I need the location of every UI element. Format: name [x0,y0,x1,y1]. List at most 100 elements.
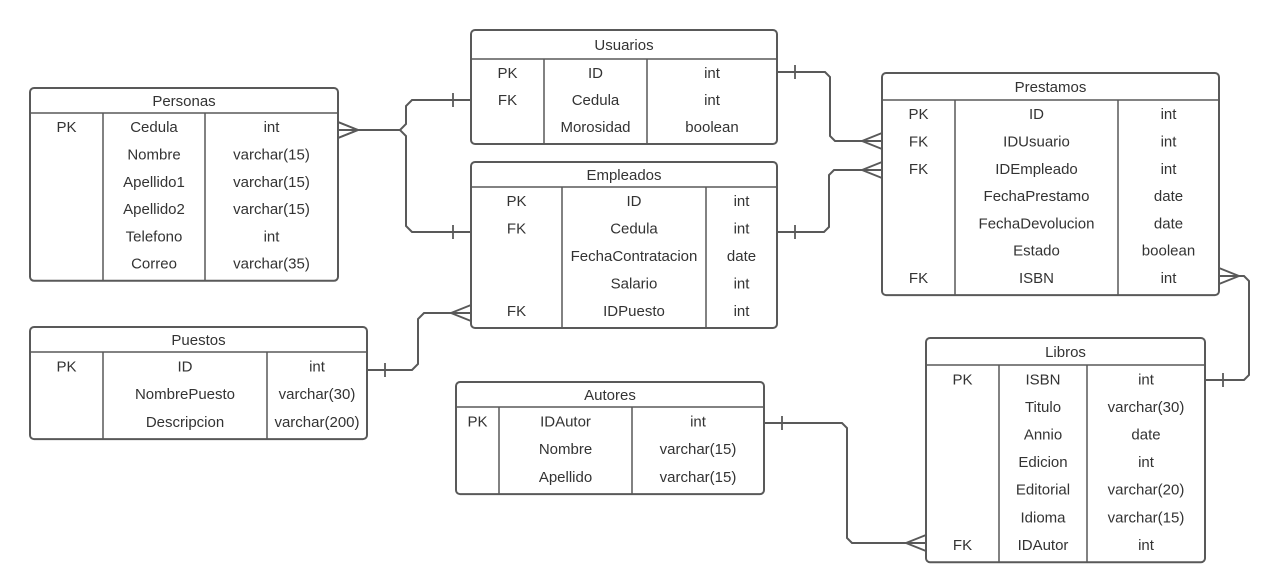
connector-line [777,169,882,233]
table-frame [881,72,1220,297]
relationship-personas-empleados [337,121,471,239]
column-name-cell: FechaContratacion [571,248,698,265]
connector-line [367,312,471,371]
table-frame [29,326,368,441]
column-name-cell: Telefono [126,228,183,245]
many-marker [450,304,472,322]
column-type-cell: int [734,275,751,292]
column-name-cell: FechaPrestamo [984,188,1090,205]
column-type-cell: int [1161,106,1178,123]
column-name-cell: ID [627,193,642,210]
column-type-cell: int [704,65,721,82]
table-frame [29,87,339,282]
column-type-cell: int [734,193,751,210]
key-cell: PK [56,119,76,136]
key-cell: PK [952,371,972,388]
column-name-cell: Editorial [1016,482,1070,499]
column-type-cell: int [1138,537,1155,554]
key-cell: FK [909,133,928,150]
key-cell: FK [909,161,928,178]
relationship-prestamos-libros [1205,267,1250,387]
relationship-puestos-empleados [367,304,472,377]
column-name-cell: FechaDevolucion [979,215,1095,232]
key-cell: FK [507,303,526,320]
column-type-cell: int [264,228,281,245]
relationship-personas-usuarios [337,93,471,139]
column-name-cell: ISBN [1025,371,1060,388]
connector-line [338,129,471,233]
column-name-cell: Apellido1 [123,174,185,191]
column-type-cell: varchar(30) [1108,399,1185,416]
column-type-cell: int [704,92,721,109]
column-type-cell: varchar(30) [279,386,356,403]
key-cell: PK [506,193,526,210]
column-name-cell: IDPuesto [603,303,665,320]
table-title: Prestamos [1015,79,1087,96]
connector-line [777,71,882,142]
column-name-cell: Cedula [130,119,178,136]
column-type-cell: int [734,303,751,320]
key-cell: FK [507,221,526,238]
column-name-cell: Edicion [1018,454,1067,471]
column-type-cell: int [1161,161,1178,178]
column-type-cell: varchar(15) [233,174,310,191]
column-name-cell: ISBN [1019,270,1054,287]
relationship-autores-libros [764,416,927,552]
column-type-cell: varchar(15) [660,441,737,458]
column-type-cell: date [1131,427,1160,444]
column-name-cell: ID [178,358,193,375]
column-type-cell: date [727,248,756,265]
connector-line [764,422,926,544]
many-marker [337,121,359,139]
column-name-cell: Idioma [1020,509,1066,526]
column-type-cell: date [1154,215,1183,232]
column-type-cell: int [1138,371,1155,388]
table-frame [455,381,765,496]
column-name-cell: Nombre [539,441,592,458]
table-frame [925,337,1206,564]
column-name-cell: Titulo [1025,399,1061,416]
key-cell: FK [953,537,972,554]
column-name-cell: IDEmpleado [995,161,1078,178]
column-name-cell: Annio [1024,427,1062,444]
column-name-cell: Morosidad [560,119,630,136]
table-title: Puestos [171,332,225,349]
relationship-empleados-prestamos [777,161,883,239]
column-type-cell: int [1161,270,1178,287]
table-title: Usuarios [594,37,653,54]
key-cell: PK [56,358,76,375]
connector-line [1205,275,1250,381]
column-type-cell: int [734,221,751,238]
many-marker [861,161,883,179]
column-name-cell: IDAutor [1018,537,1069,554]
key-cell: PK [908,106,928,123]
column-type-cell: varchar(15) [1108,509,1185,526]
column-type-cell: varchar(15) [233,146,310,163]
column-name-cell: Apellido [539,469,592,486]
table-title: Autores [584,387,636,404]
column-type-cell: varchar(35) [233,256,310,273]
column-type-cell: varchar(15) [660,469,737,486]
column-name-cell: Correo [131,256,177,273]
column-type-cell: date [1154,188,1183,205]
many-marker [1218,267,1240,285]
column-name-cell: ID [588,65,603,82]
relationship-connectors [337,65,1250,552]
column-name-cell: NombrePuesto [135,386,235,403]
table-title: Empleados [586,167,661,184]
key-cell: PK [497,65,517,82]
many-marker [861,132,883,150]
relationship-usuarios-prestamos [777,65,883,150]
column-name-cell: ID [1029,106,1044,123]
column-type-cell: int [1138,454,1155,471]
column-type-cell: varchar(20) [1108,482,1185,499]
